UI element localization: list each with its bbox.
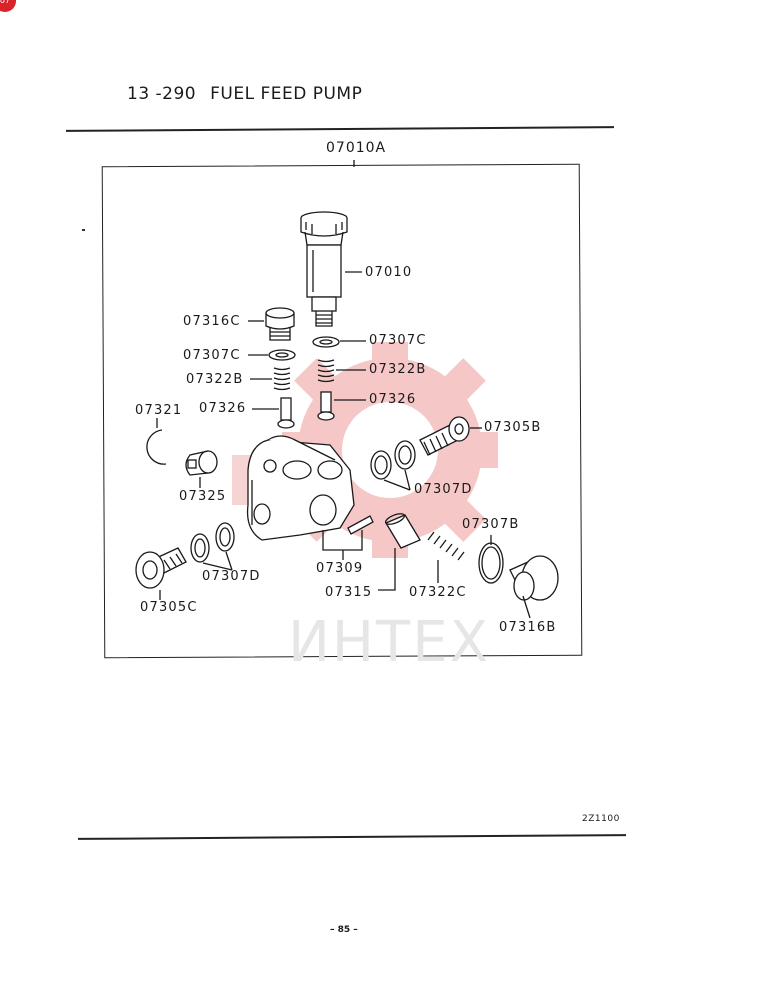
label-07322b-left: 07322B [186,372,244,387]
label-07305c: 07305C [140,600,198,615]
label-07315: 07315 [325,585,373,600]
label-07326-right: 07326 [369,392,417,407]
corner-badge: 07 [0,0,16,12]
label-07322b-right: 07322B [369,362,427,377]
label-07316c: 07316C [183,314,241,329]
label-07322c: 07322C [409,585,467,600]
hand-primer-pump [300,211,348,327]
label-07325: 07325 [179,489,227,504]
section-title: FUEL FEED PUMP [210,84,363,104]
label-07010: 07010 [365,265,413,280]
page-title: 13 -290 FUEL FEED PUMP [127,84,362,104]
label-07307b: 07307B [462,517,520,532]
banjo-bolt-left [135,547,187,589]
section-number: 13 -290 [127,84,197,104]
label-07316b: 07316B [499,620,557,635]
watermark: ИНТЕХ [288,610,490,675]
label-07307c-right: 07307C [369,333,427,348]
pump-body [246,435,355,541]
plug-large [509,555,559,601]
label-07309: 07309 [316,561,364,576]
scan-mark [82,229,85,231]
label-07307c-left: 07307C [183,348,241,363]
assembly-number: 07010A [326,140,387,156]
banjo-bolt-right [419,416,470,456]
label-07321: 07321 [135,403,183,418]
page-number: – 85 – [330,925,358,935]
label-07326-left: 07326 [199,401,247,416]
drawing-code: 2Z1100 [582,814,620,824]
label-07305b: 07305B [484,420,542,435]
plug-small [265,307,295,341]
label-07307d-right: 07307D [414,482,473,497]
valve-holder [185,450,218,476]
label-07307d-left: 07307D [202,569,261,584]
